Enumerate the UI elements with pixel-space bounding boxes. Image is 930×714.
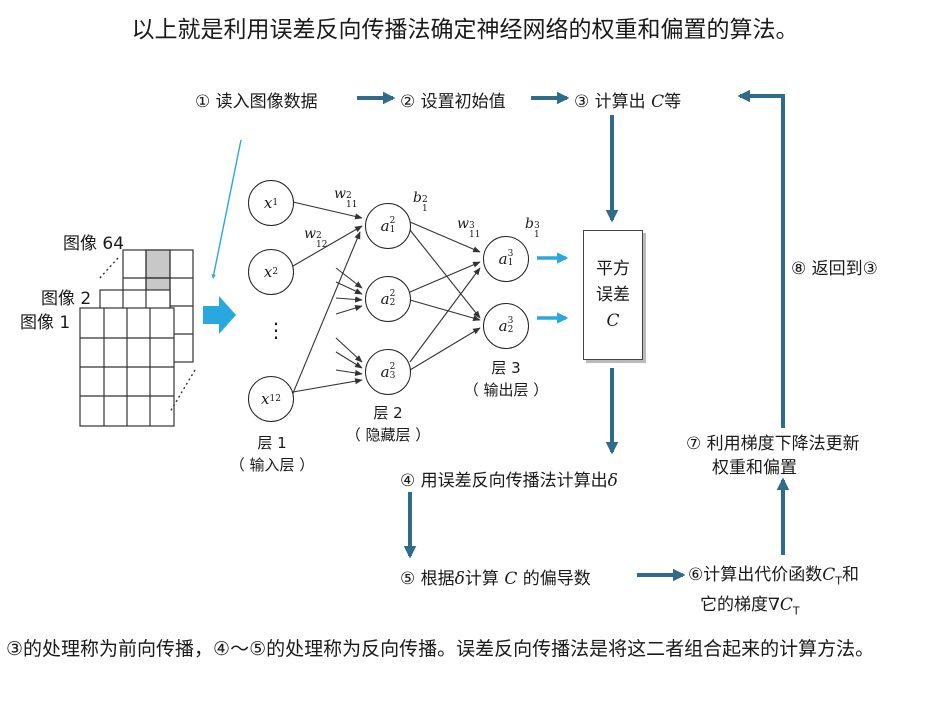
step-7-gradient-descent: ⑦ 利用梯度下降法更新 权重和偏置 [686,434,860,478]
step-8-return: ⑧ 返回到③ [791,259,878,279]
nodes-ellipsis: ⋮ [266,318,286,342]
step-6-cost-function: ⑥计算出代价函数CT和 它的梯度∇CT [688,565,859,618]
image-1-label: 图像 1 [20,313,71,333]
squared-error-box: 平方 误差 C [583,230,643,360]
image-2-label: 图像 2 [41,289,92,309]
image-stack [79,249,194,427]
step-2-init-values: ② 设置初始值 [400,92,506,112]
step-1-read-images: ① 读入图像数据 [195,92,318,112]
step-3-compute-c: ③ 计算出 C等 [574,92,682,112]
page-heading: 以上就是利用误差反向传播法确定神经网络的权重和偏置的算法。 [131,17,799,43]
layer-2-caption: 层 2（ 隐藏层 ） [345,404,431,444]
image-64-label: 图像 64 [63,234,125,254]
network-edges [290,201,481,399]
step-5-partial-derivatives: ⑤ 根据δ计算 C 的偏导数 [400,569,591,589]
input-big-arrow [203,296,236,334]
pointer-s1-images [211,139,242,279]
arrow-loop-s3 [737,89,785,428]
layer-1-caption: 层 1（ 输入层 ） [229,434,315,474]
footer-note: ③的处理称为前向传播，④～⑤的处理称为反向传播。误差反向传播法是将这二者组合起来… [6,638,875,660]
layer-3-caption: 层 3（ 输出层 ） [463,359,549,399]
step-4-backprop-delta: ④ 用误差反向传播法计算出δ [400,471,618,491]
